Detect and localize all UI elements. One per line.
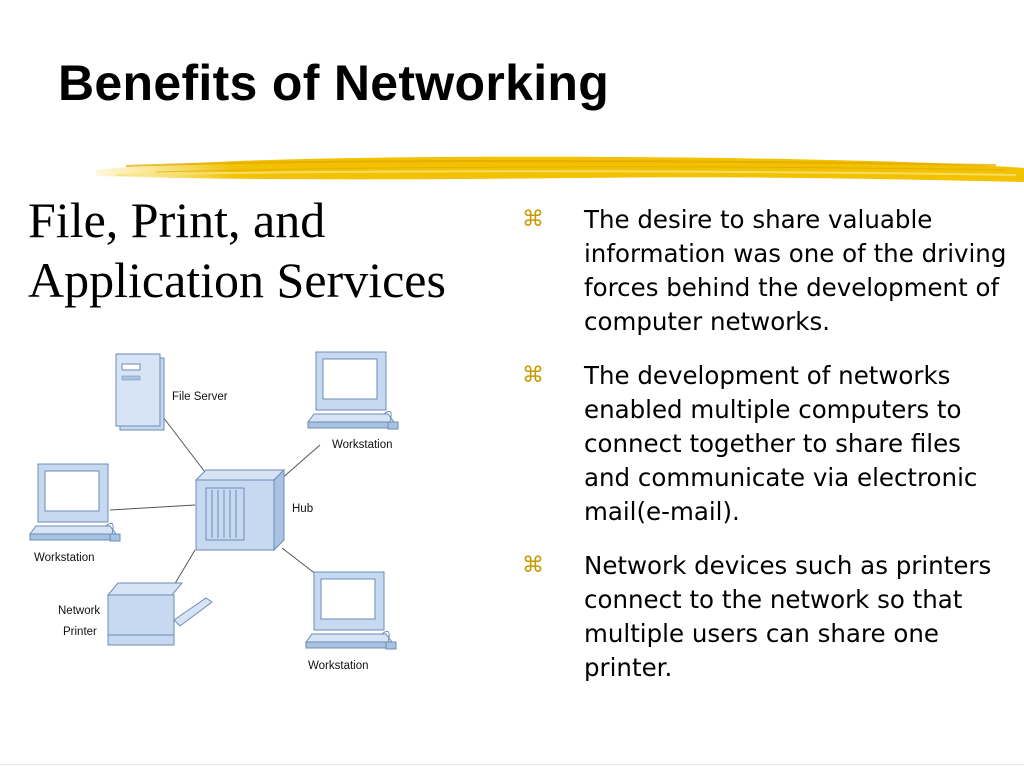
workstation-left-label: Workstation bbox=[34, 552, 95, 564]
hub-label: Hub bbox=[292, 503, 313, 515]
workstation-icon bbox=[307, 351, 399, 430]
workstation-bottom-label: Workstation bbox=[308, 660, 369, 672]
bullet-text: The development of networks enabled mult… bbox=[584, 361, 978, 526]
command-key-icon: ⌘ bbox=[522, 363, 544, 388]
hub-icon bbox=[194, 468, 286, 552]
bottom-divider bbox=[0, 764, 1024, 765]
bullet-item: ⌘ Network devices such as printers conne… bbox=[520, 549, 1010, 685]
section-subtitle: File, Print, and Application Services bbox=[28, 190, 528, 310]
file-server-label: File Server bbox=[172, 391, 228, 403]
bullet-item: ⌘ The development of networks enabled mu… bbox=[520, 359, 1010, 529]
workstation-icon bbox=[29, 463, 121, 542]
printer-label-line-2: Printer bbox=[63, 626, 97, 638]
subtitle-line-1: File, Print, and bbox=[28, 192, 326, 248]
slide-title: Benefits of Networking bbox=[58, 55, 610, 111]
bullet-text: The desire to share valuable information… bbox=[584, 205, 1007, 336]
printer-label-line-1: Network bbox=[58, 605, 100, 617]
command-key-icon: ⌘ bbox=[522, 553, 544, 578]
workstation-top-label: Workstation bbox=[332, 439, 393, 451]
command-key-icon: ⌘ bbox=[522, 207, 544, 232]
network-diagram: File Server Workstation Workstation Hub bbox=[29, 351, 399, 672]
printer-icon bbox=[106, 582, 213, 646]
workstation-icon bbox=[305, 571, 397, 650]
subtitle-line-2: Application Services bbox=[28, 252, 446, 308]
bullet-text: Network devices such as printers connect… bbox=[584, 551, 992, 682]
file-server-icon bbox=[115, 353, 165, 431]
bullet-item: ⌘ The desire to share valuable informati… bbox=[520, 203, 1010, 339]
yellow-brush-stroke-divider bbox=[96, 156, 1024, 182]
bullet-list: ⌘ The desire to share valuable informati… bbox=[520, 203, 1010, 705]
